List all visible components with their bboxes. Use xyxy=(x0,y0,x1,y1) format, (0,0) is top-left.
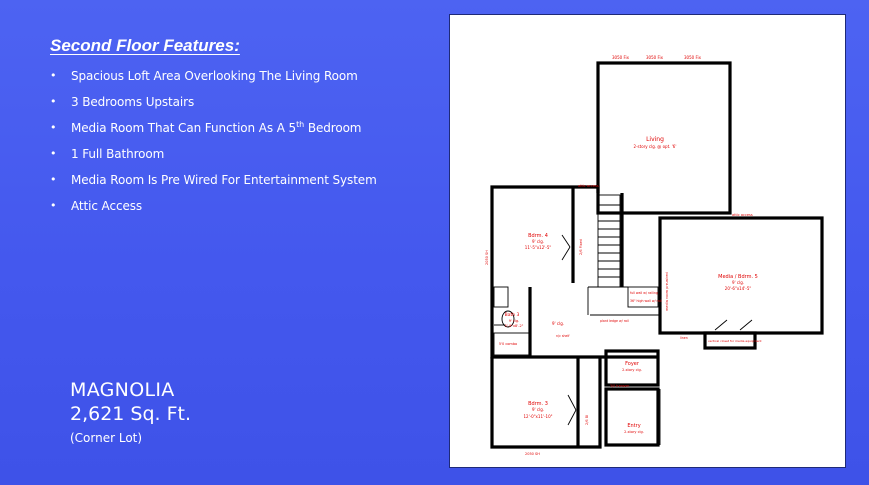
feature-item: Media Room That Can Function As A 5th Be… xyxy=(50,121,377,147)
features-list: Spacious Loft Area Overlooking The Livin… xyxy=(50,69,377,225)
room-sub-foyer: 2-story clg. xyxy=(622,368,642,372)
feature-item: 3 Bedrooms Upstairs xyxy=(50,95,377,121)
shelf-note: n/c shelf xyxy=(556,334,570,338)
room-label-foyer: Foyer xyxy=(625,361,640,367)
entertainment-note: media room pre-wired xyxy=(665,272,669,311)
bedroom-3 xyxy=(490,355,658,449)
rail-note: full wall w/ railing xyxy=(630,291,658,295)
bedroom-4 xyxy=(490,185,600,283)
floor-plan-frame: 3050 Fix 3050 Fix 3050 Fix Living 2-stor… xyxy=(449,14,846,468)
linen-label: linen xyxy=(680,336,688,340)
room-clg-media: 9' clg. xyxy=(732,280,744,285)
room-dim-bdrm4: 11'-5"x12'-5" xyxy=(525,245,552,250)
room-sub-living: 2-story clg. @ opt. '6' xyxy=(634,144,677,149)
ledge-note: plant ledge w/ rail xyxy=(600,319,629,323)
floor-plan: 3050 Fix 3050 Fix 3050 Fix Living 2-stor… xyxy=(485,55,824,456)
features-heading: Second Floor Features: xyxy=(50,36,240,55)
feature-text: Media Room Is Pre Wired For Entertainmen… xyxy=(71,173,377,187)
model-info: MAGNOLIA 2,621 Sq. Ft. (Corner Lot) xyxy=(70,378,191,447)
room-label-entry: Entry xyxy=(627,423,640,429)
feature-item: Media Room Is Pre Wired For Entertainmen… xyxy=(50,173,377,199)
hall-window-label: 3/0 transom xyxy=(610,384,629,388)
feature-item: 1 Full Bathroom xyxy=(50,147,377,173)
room-label-bdrm3: Bdrm. 3 xyxy=(528,401,548,407)
vertical-closet-label: vertical closet for media equipment xyxy=(708,339,762,343)
room-clg-bdrm4: 9' clg. xyxy=(532,239,544,244)
room-clg-bath3: 9' clg. xyxy=(509,319,520,323)
window-left-label: 2050 SH xyxy=(485,250,489,265)
bdrm3-closet-label: 2/6 BI xyxy=(585,415,589,425)
hall-clg: 9' clg. xyxy=(552,321,564,326)
room-label-media: Media / Bdrm. 5 xyxy=(718,274,758,280)
feature-text: 3 Bedrooms Upstairs xyxy=(71,95,195,109)
feature-text: 1 Full Bathroom xyxy=(71,147,165,161)
room-dim-bdrm3: 12'-0"x11'-10" xyxy=(524,414,553,419)
media-room xyxy=(658,216,824,350)
window-label: 3050 Fix xyxy=(684,55,702,60)
feature-superscript: th xyxy=(296,120,305,129)
feature-item: Attic Access xyxy=(50,199,377,225)
model-sqft: 2,621 Sq. Ft. xyxy=(70,403,192,425)
room-dim-bath3: 5'-9"x8'-2" xyxy=(505,324,524,328)
living-room xyxy=(596,61,732,215)
feature-text: Media Room That Can Function As A 5 xyxy=(71,121,297,135)
room-label-bath3: Bath 3 xyxy=(505,312,520,318)
room-label-bdrm4: Bdrm. 4 xyxy=(528,233,548,239)
window-label: 3050 Fix xyxy=(612,55,630,60)
feature-text: Attic Access xyxy=(71,199,143,213)
window-label: 3050 Fix xyxy=(646,55,664,60)
room-label-living: Living xyxy=(646,136,664,143)
wall-note: 36" high wall w/ rail xyxy=(630,299,662,303)
model-name: MAGNOLIA xyxy=(70,379,175,401)
feature-item: Spacious Loft Area Overlooking The Livin… xyxy=(50,69,377,95)
room-sub-entry: 2-story clg. xyxy=(624,430,644,434)
tub-label: 5'0 combo xyxy=(499,342,517,346)
stairs xyxy=(587,193,628,315)
feature-suffix: Bedroom xyxy=(304,121,362,135)
closet-label: 2/6 Fixed xyxy=(579,239,583,255)
feature-text: Spacious Loft Area Overlooking The Livin… xyxy=(71,69,358,83)
room-dim-media: 20'-6"x14'-5" xyxy=(725,286,752,291)
attic-access-label: attic access xyxy=(578,184,599,188)
model-lot: (Corner Lot) xyxy=(70,431,143,445)
room-clg-bdrm3: 9' clg. xyxy=(532,407,544,412)
window-bottom-label: 2050 SH xyxy=(525,452,540,456)
attic-access-label: attic access xyxy=(732,213,753,217)
foyer-entry xyxy=(604,349,661,447)
